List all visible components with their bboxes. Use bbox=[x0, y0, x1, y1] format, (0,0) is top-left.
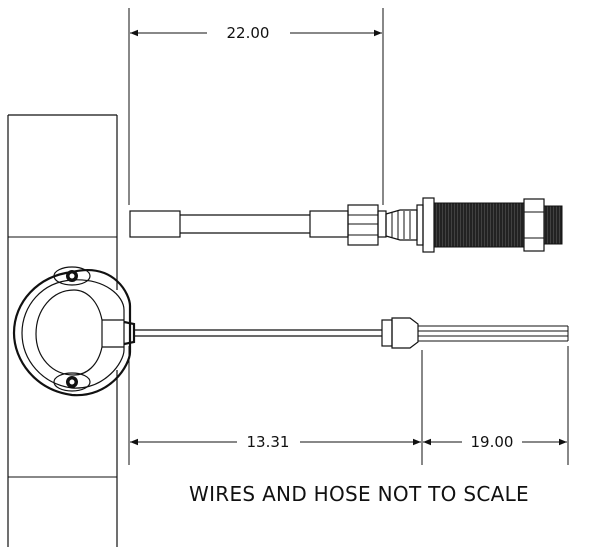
sensor-clamp bbox=[12, 266, 136, 397]
dimension-lead-length: 19.00 bbox=[423, 433, 567, 451]
sensor-cable bbox=[134, 317, 569, 349]
screw-top-icon bbox=[53, 266, 91, 286]
dimension-label-leads: 19.00 bbox=[471, 433, 514, 451]
dimension-label-sensor: 13.31 bbox=[247, 433, 290, 451]
extension-lines-top bbox=[128, 8, 384, 205]
dimension-hose-length: 22.00 bbox=[130, 24, 382, 42]
dimension-label-hose: 22.00 bbox=[227, 24, 270, 42]
extension-lines-bottom bbox=[128, 346, 569, 465]
hose-assembly bbox=[129, 197, 563, 253]
dimension-sensor-to-connector: 13.31 bbox=[130, 433, 421, 451]
mounting-tube bbox=[7, 114, 118, 547]
screw-bottom-icon bbox=[53, 372, 91, 392]
scale-note: WIRES AND HOSE NOT TO SCALE bbox=[189, 482, 529, 506]
